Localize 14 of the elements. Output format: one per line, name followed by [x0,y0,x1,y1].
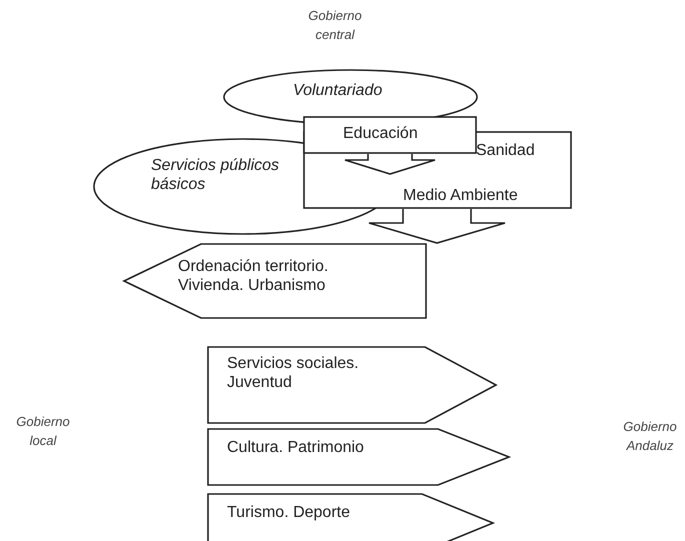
node-label: Ordenación territorio. Vivienda. Urbanismo [178,257,330,295]
node-label: Cultura. Patrimonio [227,438,365,457]
side-label: Gobierno Andaluz [622,418,678,455]
node-label: Turismo. Deporte [227,503,351,522]
node-label: Voluntariado [293,81,384,100]
block-arrow [368,208,506,244]
side-label: Gobierno local [15,413,71,450]
node-label: Educación [343,124,419,143]
side-label: Gobierno central [307,7,363,44]
node-label: Servicios sociales. Juventud [227,354,360,392]
node-label: Medio Ambiente [403,186,519,205]
node-label: Sanidad [476,141,536,160]
block-arrow [344,153,436,175]
node-label: Servicios públicos básicos [151,156,280,194]
